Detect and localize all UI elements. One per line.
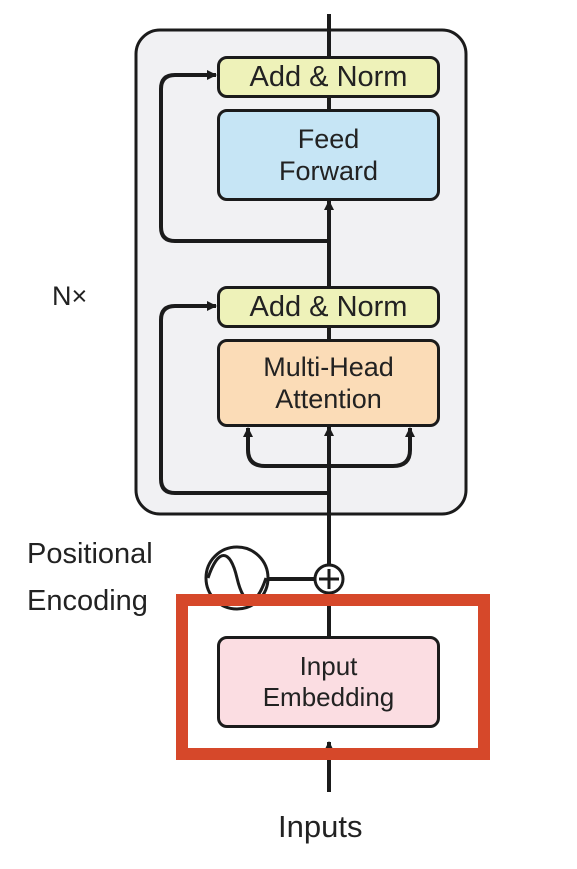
residual-connection-upper: [159, 70, 329, 243]
attention-branch-right: [329, 427, 415, 468]
nx-label: N×: [52, 281, 88, 311]
inputs-label: Inputs: [278, 809, 363, 844]
mha-label-line2: Attention: [275, 384, 382, 414]
positional-encoding-label-line2: Encoding: [27, 585, 148, 617]
add-norm-block-bottom: Add & Norm: [217, 286, 440, 328]
embedding-label-line2: Embedding: [262, 682, 395, 712]
highlight-box: [176, 594, 490, 760]
input-embedding-block: Input Embedding: [217, 636, 440, 728]
feed-forward-label-line2: Forward: [278, 156, 379, 186]
encoder-container: [134, 28, 468, 516]
feed-forward-block: Feed Forward: [217, 109, 440, 201]
multi-head-attention-block: Multi-Head Attention: [217, 339, 440, 427]
feed-forward-label-line1: Feed: [297, 123, 360, 154]
attention-branch-left: [243, 427, 329, 468]
add-norm-top-label: Add & Norm: [249, 60, 408, 93]
positional-encoding-label-line1: Positional: [27, 538, 153, 570]
add-norm-block-top: Add & Norm: [217, 56, 440, 98]
residual-connection-lower: [159, 301, 329, 495]
sum-plus-icon: [313, 563, 345, 595]
embedding-label-line1: Input: [299, 650, 358, 681]
mha-label-line1: Multi-Head: [263, 351, 394, 382]
add-norm-bottom-label: Add & Norm: [249, 290, 408, 323]
